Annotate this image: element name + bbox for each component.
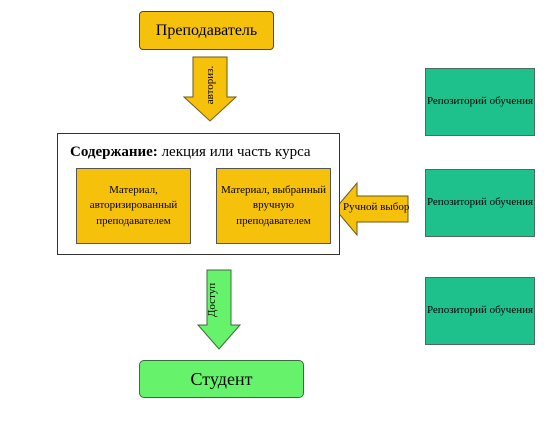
arrow-manual — [334, 181, 409, 237]
content-title-rest: лекция или часть курса — [157, 144, 311, 160]
manual-arrow-label: Ручной выбор — [343, 201, 410, 213]
repository-label: Репозиторий обучения — [426, 196, 534, 209]
material-selected-label: Материал, выбранный вручную преподавател… — [220, 183, 327, 227]
teacher-label: Преподаватель — [155, 21, 258, 39]
teacher-node: Преподаватель — [139, 11, 274, 50]
content-title: Содержание: лекция или часть курса — [70, 144, 311, 161]
repository-label: Репозиторий обучения — [426, 95, 534, 108]
arrow-access — [196, 269, 242, 350]
authored-arrow-label: авториз. — [204, 65, 216, 105]
student-node: Студент — [139, 360, 304, 398]
access-arrow-label: Доступ — [206, 282, 218, 318]
repository-node: Репозиторий обучения — [425, 277, 535, 345]
content-box: Содержание: лекция или часть курса Матер… — [57, 133, 340, 255]
content-title-bold: Содержание: — [70, 144, 158, 160]
material-authored-label: Материал, авторизированный преподавателе… — [89, 183, 178, 227]
material-selected: Материал, выбранный вручную преподавател… — [216, 168, 331, 244]
arrow-author — [182, 56, 238, 122]
repository-node: Репозиторий обучения — [425, 169, 535, 237]
repository-node: Репозиторий обучения — [425, 68, 535, 136]
student-label: Студент — [190, 368, 253, 389]
material-authored: Материал, авторизированный преподавателе… — [76, 168, 191, 244]
repository-label: Репозиторий обучения — [426, 304, 534, 317]
